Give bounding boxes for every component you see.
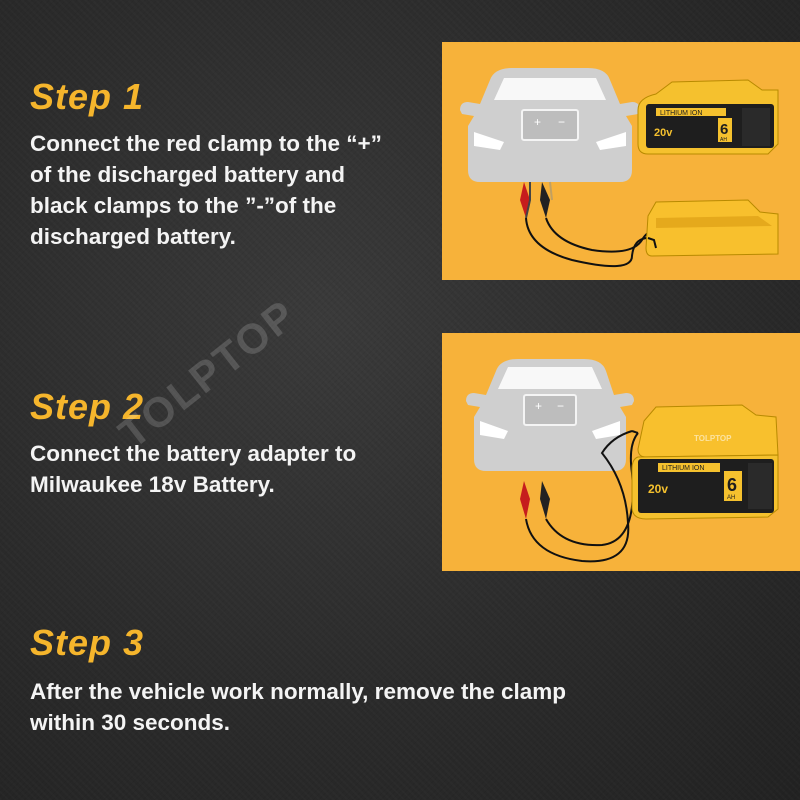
car-icon: + −	[466, 359, 634, 471]
car-plus-terminal: +	[535, 399, 542, 413]
battery-voltage-label: 20v	[648, 482, 668, 496]
jumper-clamps-icon	[520, 181, 655, 268]
step-1-line-4: discharged battery.	[30, 224, 236, 249]
step-2-illustration: + − TOLPTOP LITHIUM ION 20v 6 AH	[442, 333, 800, 571]
step-2-description: Connect the battery adapter to Milwaukee…	[30, 438, 356, 500]
battery-capacity-unit: AH	[727, 495, 735, 501]
step-2-diagram: + − TOLPTOP LITHIUM ION 20v 6 AH	[466, 359, 779, 563]
battery-capacity-number: 6	[720, 121, 728, 138]
battery-brand-label: LITHIUM ION	[660, 110, 702, 117]
step-1-line-2: of the discharged battery and	[30, 162, 346, 187]
step-1-line-1: Connect the red clamp to the “+”	[30, 131, 382, 156]
battery-capacity-number: 6	[727, 475, 737, 495]
battery-icon: LITHIUM ION 20v 6 AH	[631, 454, 779, 520]
step-1-illustration: + − LITHIUM ION 20v 6 AH	[442, 42, 800, 280]
adapter-on-battery-icon: TOLPTOP	[631, 404, 779, 458]
step-1-description: Connect the red clamp to the “+” of the …	[30, 128, 382, 252]
step-3-line-1: After the vehicle work normally, remove …	[30, 679, 567, 704]
step-1-title: Step 1	[30, 76, 145, 117]
adapter-brand-label: TOLPTOP	[694, 434, 732, 443]
step-2-title: Step 2	[30, 386, 145, 427]
step-2-line-2: Milwaukee 18v Battery.	[30, 472, 275, 497]
step-3-title: Step 3	[30, 622, 145, 663]
battery-voltage-label: 20v	[654, 127, 673, 139]
jumper-clamps-icon	[520, 430, 639, 563]
battery-brand-label: LITHIUM ION	[662, 465, 704, 472]
battery-adapter-icon	[645, 199, 779, 257]
step-2-line-1: Connect the battery adapter to	[30, 441, 357, 466]
battery-capacity-unit: AH	[720, 137, 727, 143]
step-1-diagram: + − LITHIUM ION 20v 6 AH	[460, 68, 779, 268]
car-plus-terminal: +	[534, 115, 541, 129]
car-minus-terminal: −	[558, 115, 565, 129]
battery-icon: LITHIUM ION 20v 6 AH	[637, 79, 779, 155]
step-3-description: After the vehicle work normally, remove …	[30, 676, 566, 738]
step-3-line-2: within 30 seconds.	[30, 710, 231, 735]
car-minus-terminal: −	[557, 399, 564, 413]
step-1-line-3: black clamps to the ”-”of the	[30, 193, 337, 218]
car-icon: + −	[460, 68, 640, 182]
